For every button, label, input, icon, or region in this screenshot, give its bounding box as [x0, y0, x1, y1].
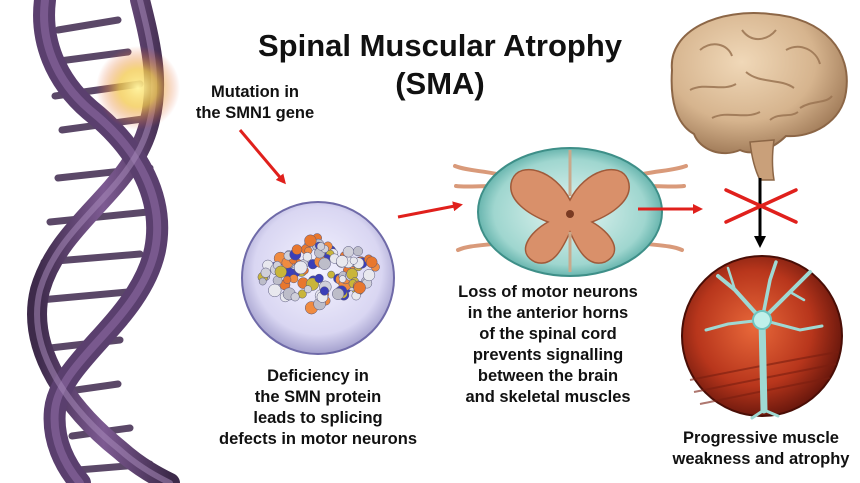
- protein-atom: [317, 243, 325, 251]
- motor-neuron-icon: [682, 256, 842, 418]
- protein-atom: [259, 278, 266, 285]
- protein-atom: [268, 284, 281, 297]
- caption-line: and skeletal muscles: [448, 387, 648, 408]
- caption-line: the SMN protein: [208, 387, 428, 408]
- mutation-glow: [96, 46, 180, 130]
- protein-atom: [292, 245, 302, 255]
- caption-line: weakness and atrophy: [666, 449, 856, 470]
- caption-line: of the spinal cord: [448, 324, 648, 345]
- protein-atom: [339, 276, 346, 283]
- protein-atom: [283, 276, 291, 284]
- protein-atom: [343, 246, 354, 257]
- caption-mutation: Mutation in the SMN1 gene: [180, 82, 330, 124]
- arrow-protein-to-cord: [398, 205, 460, 217]
- protein-atom: [363, 269, 375, 281]
- protein-atom: [332, 288, 344, 300]
- caption-line: the SMN1 gene: [180, 103, 330, 124]
- caption-line: leads to splicing: [208, 408, 428, 429]
- protein-atom: [353, 247, 362, 256]
- dna-helix-icon: [37, 0, 180, 483]
- caption-line: in the anterior horns: [448, 303, 648, 324]
- diagram-title: Spinal Muscular Atrophy: [220, 28, 660, 64]
- protein-atom: [366, 257, 377, 268]
- caption-line: Progressive muscle: [666, 428, 856, 449]
- caption-line: Deficiency in: [208, 366, 428, 387]
- protein-atom: [305, 235, 317, 247]
- caption-atrophy: Progressive muscle weakness and atrophy: [666, 428, 856, 470]
- caption-loss: Loss of motor neurons in the anterior ho…: [448, 282, 648, 408]
- protein-atom: [304, 286, 311, 293]
- protein-atom: [315, 274, 324, 283]
- protein-atom: [261, 268, 271, 278]
- brain-icon: [672, 13, 847, 180]
- arrow-mutation-to-protein: [240, 130, 284, 182]
- caption-line: Mutation in: [180, 82, 330, 103]
- caption-line: prevents signalling: [448, 345, 648, 366]
- protein-atom: [320, 287, 329, 296]
- protein-atom: [275, 266, 287, 278]
- protein-atom: [350, 257, 357, 264]
- protein-atom: [319, 258, 331, 270]
- caption-line: between the brain: [448, 366, 648, 387]
- protein-molecule-icon: [242, 202, 394, 354]
- protein-atom: [354, 282, 366, 294]
- caption-line: Loss of motor neurons: [448, 282, 648, 303]
- protein-atom: [291, 293, 299, 301]
- spinal-cord-section-icon: [455, 148, 686, 276]
- caption-deficiency: Deficiency in the SMN protein leads to s…: [208, 366, 428, 450]
- caption-line: defects in motor neurons: [208, 429, 428, 450]
- protein-atom: [336, 255, 348, 267]
